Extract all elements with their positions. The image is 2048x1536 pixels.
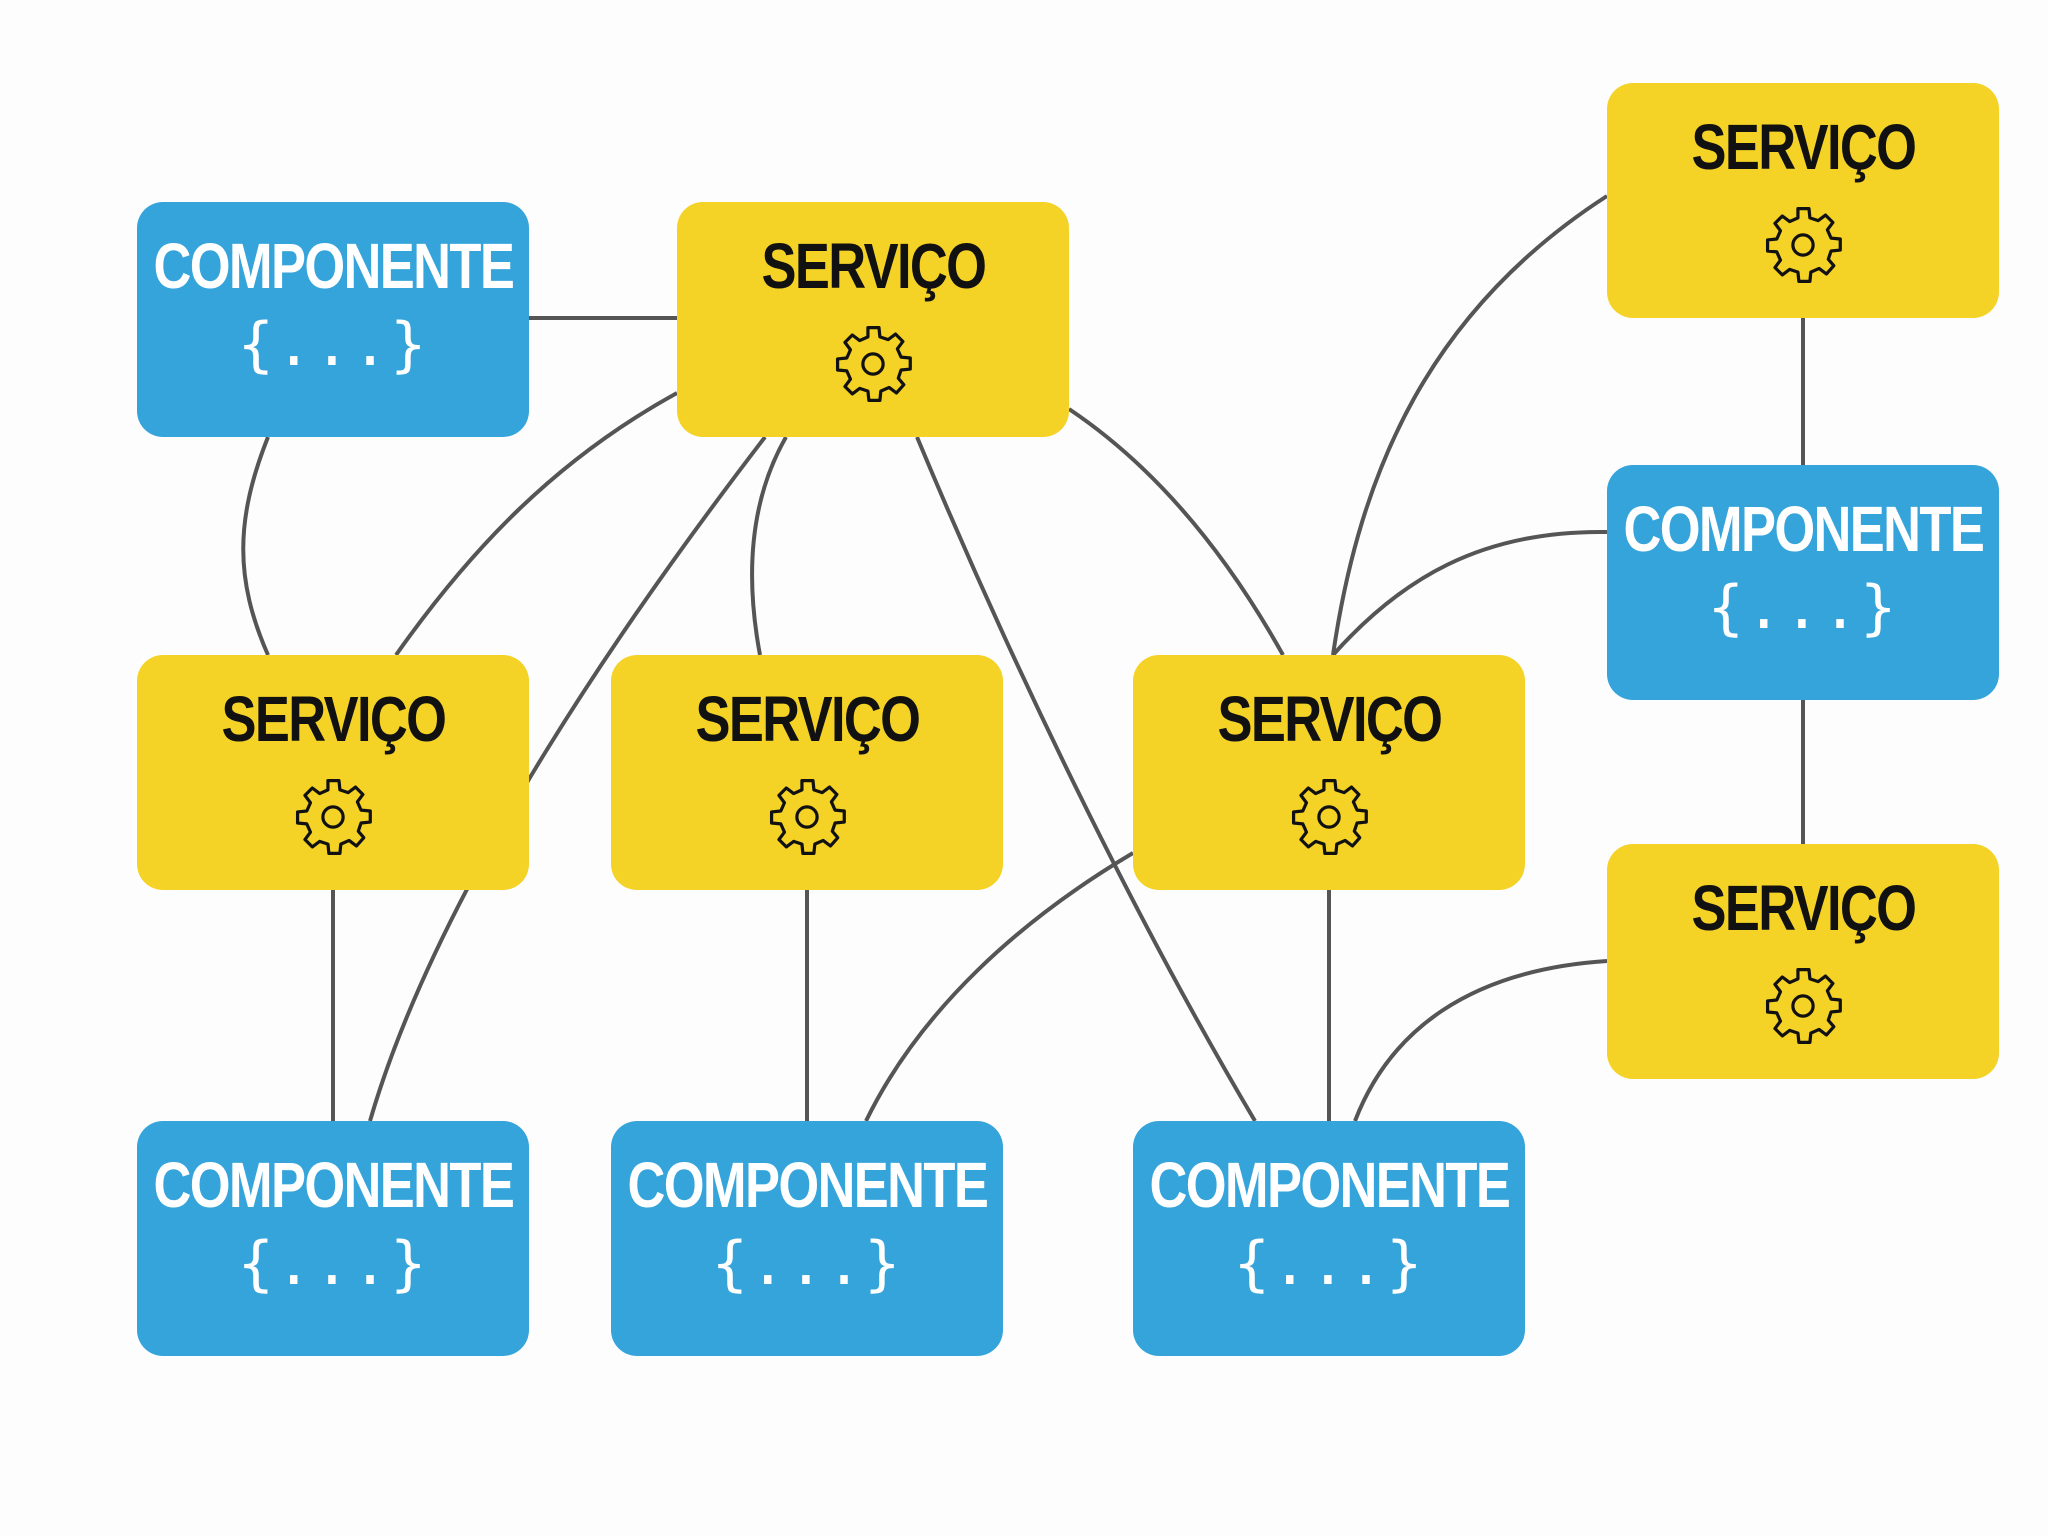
component-label: COMPONENTE (1623, 493, 1984, 565)
edge-s1-s2 (394, 391, 678, 657)
gear-icon (287, 771, 379, 863)
edge-s1-c2 (368, 435, 767, 1122)
edge-c1-s2 (241, 436, 270, 656)
edge-s1-s4 (1067, 407, 1285, 656)
component-label: COMPONENTE (153, 1149, 514, 1221)
braces-icon: {...} (1233, 1229, 1425, 1299)
braces-icon: {...} (1707, 573, 1899, 643)
service-label: SERVIÇO (1691, 872, 1916, 944)
braces-icon: {...} (237, 1229, 429, 1299)
component-node: COMPONENTE {...} (611, 1121, 1003, 1356)
component-node: COMPONENTE {...} (137, 1121, 529, 1356)
service-node: SERVIÇO (611, 655, 1003, 890)
service-node: SERVIÇO (1607, 844, 1999, 1079)
component-node: COMPONENTE {...} (1133, 1121, 1525, 1356)
service-label: SERVIÇO (1217, 683, 1442, 755)
braces-icon: {...} (711, 1229, 903, 1299)
service-label: SERVIÇO (221, 683, 446, 755)
edge-s1-s3 (750, 436, 788, 656)
service-node: SERVIÇO (1607, 83, 1999, 318)
gear-icon (1757, 960, 1849, 1052)
service-node: SERVIÇO (677, 202, 1069, 437)
component-label: COMPONENTE (153, 230, 514, 302)
edge-s-r-c4 (1353, 959, 1608, 1122)
edge-s4-c3 (864, 851, 1135, 1122)
braces-icon: {...} (237, 310, 429, 380)
gear-icon (761, 771, 853, 863)
service-node: SERVIÇO (137, 655, 529, 890)
component-node: COMPONENTE {...} (137, 202, 529, 437)
edge-s4-s-tr (1331, 194, 1609, 656)
service-node: SERVIÇO (1133, 655, 1525, 890)
gear-icon (1283, 771, 1375, 863)
service-label: SERVIÇO (695, 683, 920, 755)
component-label: COMPONENTE (627, 1149, 988, 1221)
component-label: COMPONENTE (1149, 1149, 1510, 1221)
component-node: COMPONENTE {...} (1607, 465, 1999, 700)
gear-icon (827, 318, 919, 410)
gear-icon (1757, 199, 1849, 291)
edge-s4-c-r (1331, 529, 1608, 657)
service-label: SERVIÇO (761, 230, 986, 302)
edge-s1-c4 (915, 436, 1257, 1123)
service-label: SERVIÇO (1691, 111, 1916, 183)
